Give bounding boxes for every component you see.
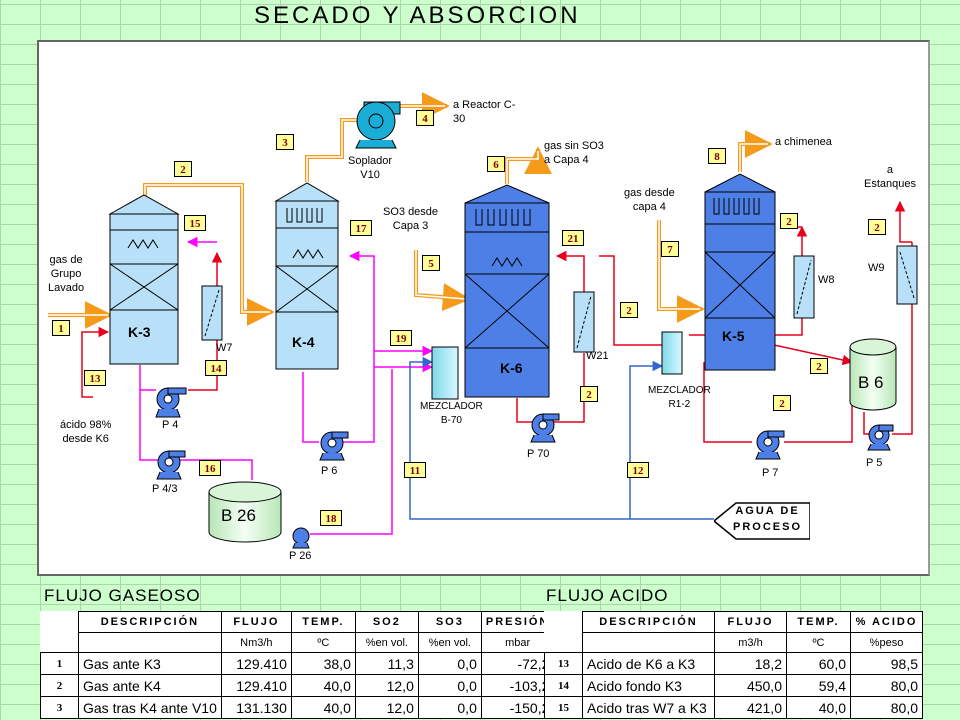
- stream-tag-2: 2: [174, 161, 192, 177]
- th-temp: TEMP.: [290, 611, 356, 633]
- cooler-w21: [573, 291, 595, 353]
- th-acido-descripcion: DESCRIPCIÓN: [582, 611, 715, 633]
- label-p70: P 70: [527, 448, 550, 460]
- stream-tag-2g: 2: [773, 395, 791, 411]
- th-acido-flujo: FLUJO: [714, 611, 787, 633]
- th-flujo: FLUJO: [220, 611, 292, 633]
- th-so3: SO3: [417, 611, 482, 633]
- label-k4: K-4: [292, 334, 315, 350]
- stream-tag-4: 4: [416, 110, 434, 126]
- stream-tag-2f: 2: [810, 358, 828, 374]
- gaseoso-title: FLUJO GASEOSO: [44, 586, 201, 605]
- label-k3: K-3: [128, 324, 151, 340]
- stream-tag-7: 7: [661, 241, 679, 257]
- th-descripcion: DESCRIPCIÓN: [78, 611, 222, 633]
- stream-tag-13: 13: [84, 370, 106, 386]
- th-acido-temp: TEMP.: [786, 611, 851, 633]
- note-chimenea: a chimenea: [775, 136, 832, 148]
- stream-tag-2b: 2: [780, 213, 798, 229]
- label-k6: K-6: [500, 360, 523, 376]
- cooler-w8: [793, 255, 815, 319]
- label-w7: W7: [216, 342, 233, 354]
- label-p4: P 4: [162, 419, 179, 431]
- stream-tag-2c: 2: [868, 219, 886, 235]
- tank-b26: [208, 481, 282, 543]
- cooler-w7: [201, 285, 223, 341]
- stream-tag-12: 12: [627, 462, 649, 478]
- pump-p70: [530, 413, 560, 443]
- tower-k3: [108, 194, 180, 365]
- stream-tag-21: 21: [562, 230, 584, 246]
- diagram-title: SECADO Y ABSORCION: [254, 2, 581, 29]
- blower-v10: [355, 101, 401, 149]
- note-reactor: a Reactor C-30: [453, 99, 516, 124]
- label-w9: W9: [868, 262, 885, 274]
- tower-k6: [464, 184, 550, 398]
- label-k5: K-5: [722, 328, 745, 344]
- tower-k4: [274, 182, 340, 370]
- th-so2: SO2: [354, 611, 419, 633]
- note-acido-k6: ácido 98%desde K6: [60, 419, 112, 445]
- label-p7: P 7: [762, 467, 779, 479]
- mixer-b70: [431, 346, 459, 400]
- stream-tag-2e: 2: [580, 386, 598, 402]
- label-b6: B 6: [858, 373, 884, 392]
- label-b26: B 26: [221, 506, 256, 525]
- tower-k5: [704, 173, 776, 371]
- equipment: [108, 101, 918, 549]
- stream-tag-17: 17: [350, 220, 372, 236]
- stream-tag-5: 5: [422, 255, 440, 271]
- stream-tag-11: 11: [404, 462, 426, 478]
- stream-tag-16: 16: [199, 460, 221, 476]
- pump-p5: [867, 424, 894, 451]
- stream-tag-14: 14: [205, 360, 227, 376]
- process-water-source: [714, 502, 810, 540]
- gaseoso-table: DESCRIPCIÓN FLUJO TEMP. SO2 SO3 PRESIÓN …: [40, 611, 555, 719]
- th-acido-pct: % ACIDO: [850, 611, 923, 633]
- label-p43: P 4/3: [152, 483, 178, 495]
- cooler-w9: [896, 245, 918, 305]
- label-p26: P 26: [289, 550, 312, 562]
- stream-tag-15: 15: [184, 215, 206, 231]
- pump-p6: [319, 431, 349, 461]
- flow-diagram: [37, 40, 930, 576]
- th-presion: PRESIÓN: [480, 611, 555, 633]
- label-p5: P 5: [866, 457, 883, 469]
- acido-table: DESCRIPCIÓN FLUJO TEMP. % ACIDO m3/h ºC …: [544, 611, 923, 719]
- process-pipes: [48, 92, 913, 535]
- pump-p4: [155, 387, 187, 418]
- pump-p26: [292, 527, 310, 549]
- stream-tag-3: 3: [276, 134, 294, 150]
- stream-tag-6: 6: [487, 156, 505, 172]
- stream-tag-2d: 2: [620, 302, 638, 318]
- acido-title: FLUJO ACIDO: [546, 586, 669, 605]
- stream-tag-1: 1: [52, 320, 70, 336]
- stream-tag-19: 19: [390, 330, 412, 346]
- label-w21: W21: [586, 350, 609, 362]
- label-p6: P 6: [321, 465, 338, 477]
- pump-p43: [156, 450, 186, 480]
- mixer-r12: [661, 331, 683, 375]
- stream-tag-18: 18: [320, 510, 342, 526]
- pumps: [155, 387, 894, 549]
- label-w8: W8: [818, 274, 835, 286]
- stream-tag-8: 8: [708, 148, 726, 164]
- pump-p7: [755, 430, 785, 460]
- tank-b6: [849, 338, 897, 411]
